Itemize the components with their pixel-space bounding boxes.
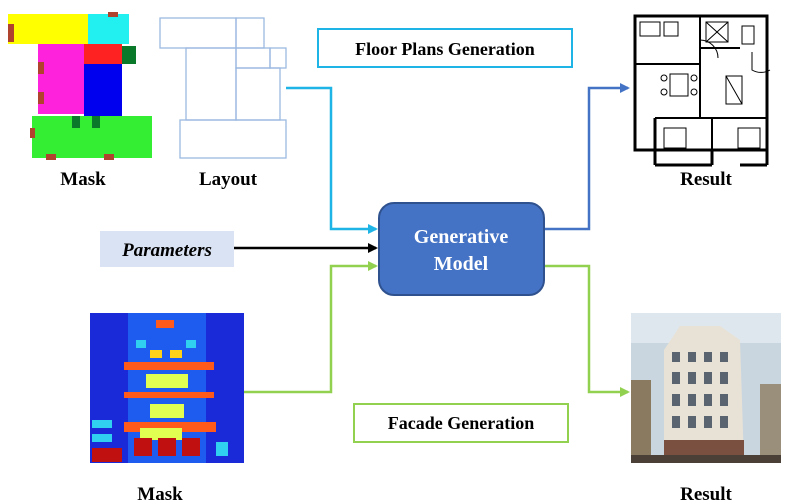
floor-plans-label: Floor Plans Generation [355, 39, 535, 59]
model-to-floor-result-arrow [545, 83, 630, 231]
mask-top-label: Mask [60, 169, 106, 190]
mask-bottom-label: Mask [137, 484, 183, 504]
layout-to-model-arrow [286, 86, 378, 234]
model-to-facade-result-arrow [545, 264, 630, 397]
layout-label: Layout [199, 169, 258, 190]
result-bottom-label: Result [680, 484, 732, 504]
floor-mask-image [8, 12, 152, 160]
layout-image [159, 17, 287, 159]
facade-box: Facade Generation [353, 403, 569, 443]
generative-model-box: Generative Model [378, 202, 545, 296]
result-top-label: Result [680, 169, 732, 190]
model-label-line1: Generative [414, 226, 509, 248]
facade-mask-image [90, 313, 244, 463]
floor-plans-box: Floor Plans Generation [317, 28, 573, 68]
floor-plan-result-image [633, 14, 771, 167]
facade-mask-to-model-arrow [244, 261, 378, 394]
facade-label: Facade Generation [388, 413, 534, 433]
parameters-label: Parameters [121, 240, 212, 261]
model-label-line2: Model [434, 253, 489, 275]
parameters-box: Parameters [100, 231, 234, 267]
facade-result-image [631, 313, 781, 463]
